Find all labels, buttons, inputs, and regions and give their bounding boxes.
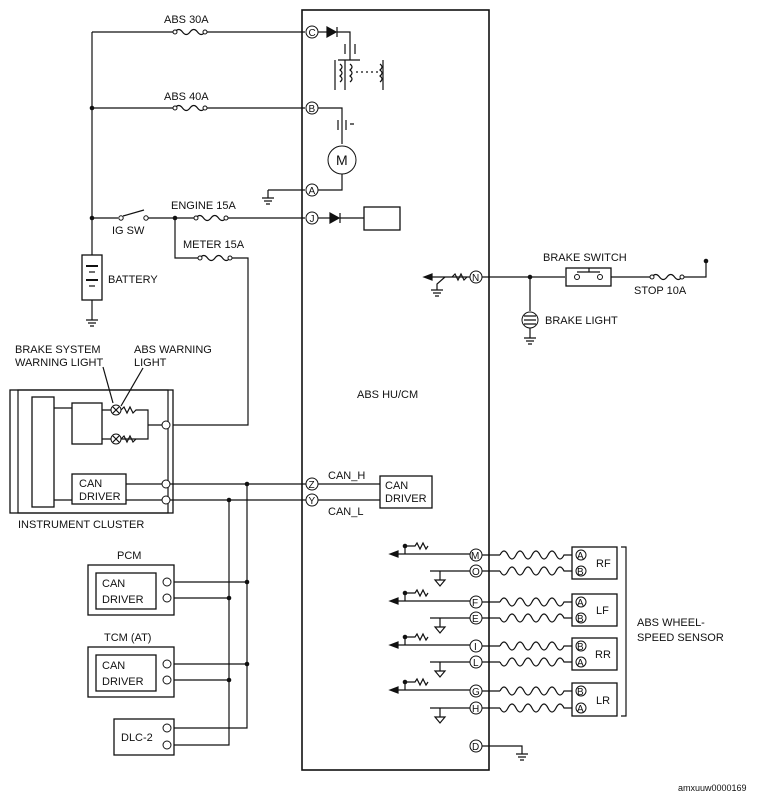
fuse-abs30-label: ABS 30A bbox=[164, 14, 209, 26]
svg-text:D: D bbox=[472, 742, 479, 753]
svg-text:B: B bbox=[577, 567, 584, 578]
can-h-label: CAN_H bbox=[328, 470, 365, 482]
svg-text:ABS WHEEL-: ABS WHEEL- bbox=[637, 617, 705, 629]
motor-label: M bbox=[336, 152, 348, 168]
abs-warning-light-label: ABS WARNING LIGHT bbox=[120, 344, 212, 407]
wheel-sensor-group-bracket: ABS WHEEL- SPEED SENSOR bbox=[621, 546, 724, 717]
svg-text:H: H bbox=[472, 704, 479, 715]
svg-text:B: B bbox=[309, 104, 316, 115]
instrument-cluster-label: INSTRUMENT CLUSTER bbox=[18, 519, 144, 531]
tcm-label: TCM (AT) bbox=[104, 632, 151, 644]
wheel-sensor-rr-label: RR bbox=[595, 649, 611, 661]
can-bus: CAN_H CAN_L bbox=[170, 470, 380, 746]
svg-text:J: J bbox=[310, 214, 315, 225]
instrument-cluster: CAN DRIVER INSTRUMENT CLUSTER bbox=[9, 389, 174, 531]
fuse-engine15: ENGINE 15A bbox=[171, 200, 236, 222]
svg-text:C: C bbox=[309, 28, 316, 39]
battery: BATTERY bbox=[81, 254, 158, 327]
svg-text:WARNING LIGHT: WARNING LIGHT bbox=[15, 357, 103, 369]
cluster-can-driver-line1: CAN bbox=[79, 478, 102, 490]
svg-text:ABS WARNING: ABS WARNING bbox=[134, 344, 212, 356]
internal-relay-c bbox=[318, 25, 384, 90]
svg-text:A: A bbox=[577, 551, 584, 562]
svg-text:F: F bbox=[472, 598, 478, 609]
svg-text:A: A bbox=[309, 186, 316, 197]
tcm-can-driver-line1: CAN bbox=[102, 660, 125, 672]
supply-wiring bbox=[89, 31, 305, 426]
fuse-abs40: ABS 40A bbox=[164, 91, 209, 112]
fuse-abs40-label: ABS 40A bbox=[164, 91, 209, 103]
wheel-sensor-rr-circuit: I L B A RR bbox=[388, 632, 618, 678]
svg-text:Z: Z bbox=[309, 480, 315, 491]
brake-input-circuit bbox=[422, 272, 470, 297]
wheel-sensor-lr-circuit: G H B A LR bbox=[388, 677, 618, 724]
svg-text:CAN: CAN bbox=[385, 480, 408, 492]
brake-system-warning-light-label: BRAKE SYSTEM WARNING LIGHT bbox=[15, 344, 114, 404]
wheel-sensor-rf-circuit: M O A B RF bbox=[388, 541, 618, 587]
ground-pin-a bbox=[262, 189, 305, 205]
svg-text:A: A bbox=[577, 704, 584, 715]
internal-diode-j bbox=[318, 206, 401, 231]
abs-can-driver: CAN DRIVER bbox=[379, 475, 433, 509]
pcm: CAN DRIVER PCM bbox=[87, 550, 175, 616]
brake-light: BRAKE LIGHT bbox=[521, 274, 618, 345]
svg-text:LIGHT: LIGHT bbox=[134, 357, 167, 369]
svg-text:E: E bbox=[472, 614, 479, 625]
tcm-can-driver-line2: DRIVER bbox=[102, 676, 144, 688]
pin-d: D bbox=[469, 739, 528, 761]
svg-text:B: B bbox=[577, 687, 584, 698]
brake-switch-label: BRAKE SWITCH bbox=[543, 252, 627, 264]
cluster-can-driver-line2: DRIVER bbox=[79, 491, 121, 503]
internal-motor: M bbox=[318, 107, 357, 191]
ig-switch-label: IG SW bbox=[112, 225, 145, 237]
battery-label: BATTERY bbox=[108, 274, 158, 286]
svg-text:M: M bbox=[471, 551, 479, 562]
svg-text:A: A bbox=[577, 598, 584, 609]
brake-light-label: BRAKE LIGHT bbox=[545, 315, 618, 327]
svg-text:BRAKE SYSTEM: BRAKE SYSTEM bbox=[15, 344, 101, 356]
pin-a: A bbox=[305, 183, 319, 197]
fuse-meter15: METER 15A bbox=[183, 239, 245, 262]
abs-hu-cm-label: ABS HU/CM bbox=[357, 389, 418, 401]
wheel-sensor-lr-label: LR bbox=[596, 695, 610, 707]
wheel-sensor-lf-circuit: F E A B LF bbox=[388, 588, 618, 634]
svg-text:N: N bbox=[472, 273, 479, 284]
fuse-engine15-label: ENGINE 15A bbox=[171, 200, 236, 212]
ig-switch: IG SW bbox=[112, 209, 149, 237]
pcm-can-driver-line1: CAN bbox=[102, 578, 125, 590]
dlc-2-label: DLC-2 bbox=[121, 732, 153, 744]
fuse-stop10-label: STOP 10A bbox=[634, 285, 687, 297]
fuse-abs30: ABS 30A bbox=[164, 14, 209, 36]
dlc-2: DLC-2 bbox=[113, 718, 175, 756]
svg-text:B: B bbox=[577, 614, 584, 625]
fuse-meter15-label: METER 15A bbox=[183, 239, 245, 251]
wheel-sensor-rf-label: RF bbox=[596, 558, 611, 570]
svg-text:I: I bbox=[474, 642, 477, 653]
pcm-can-driver-line2: DRIVER bbox=[102, 594, 144, 606]
svg-text:Y: Y bbox=[309, 496, 316, 507]
figure-id: amxuuw0000169 bbox=[678, 783, 747, 793]
svg-text:G: G bbox=[472, 687, 480, 698]
brake-switch: BRAKE SWITCH bbox=[482, 252, 709, 287]
wheel-sensor-lf-label: LF bbox=[596, 605, 609, 617]
svg-text:SPEED SENSOR: SPEED SENSOR bbox=[637, 632, 724, 644]
can-l-label: CAN_L bbox=[328, 506, 363, 518]
svg-text:A: A bbox=[577, 658, 584, 669]
tcm: CAN DRIVER TCM (AT) bbox=[87, 632, 175, 698]
svg-text:DRIVER: DRIVER bbox=[385, 493, 427, 505]
svg-text:O: O bbox=[472, 567, 480, 578]
fuse-stop10: STOP 10A bbox=[634, 273, 687, 297]
pcm-label: PCM bbox=[117, 550, 141, 562]
svg-text:L: L bbox=[473, 658, 479, 669]
pin-j: J bbox=[305, 211, 319, 225]
svg-text:B: B bbox=[577, 642, 584, 653]
